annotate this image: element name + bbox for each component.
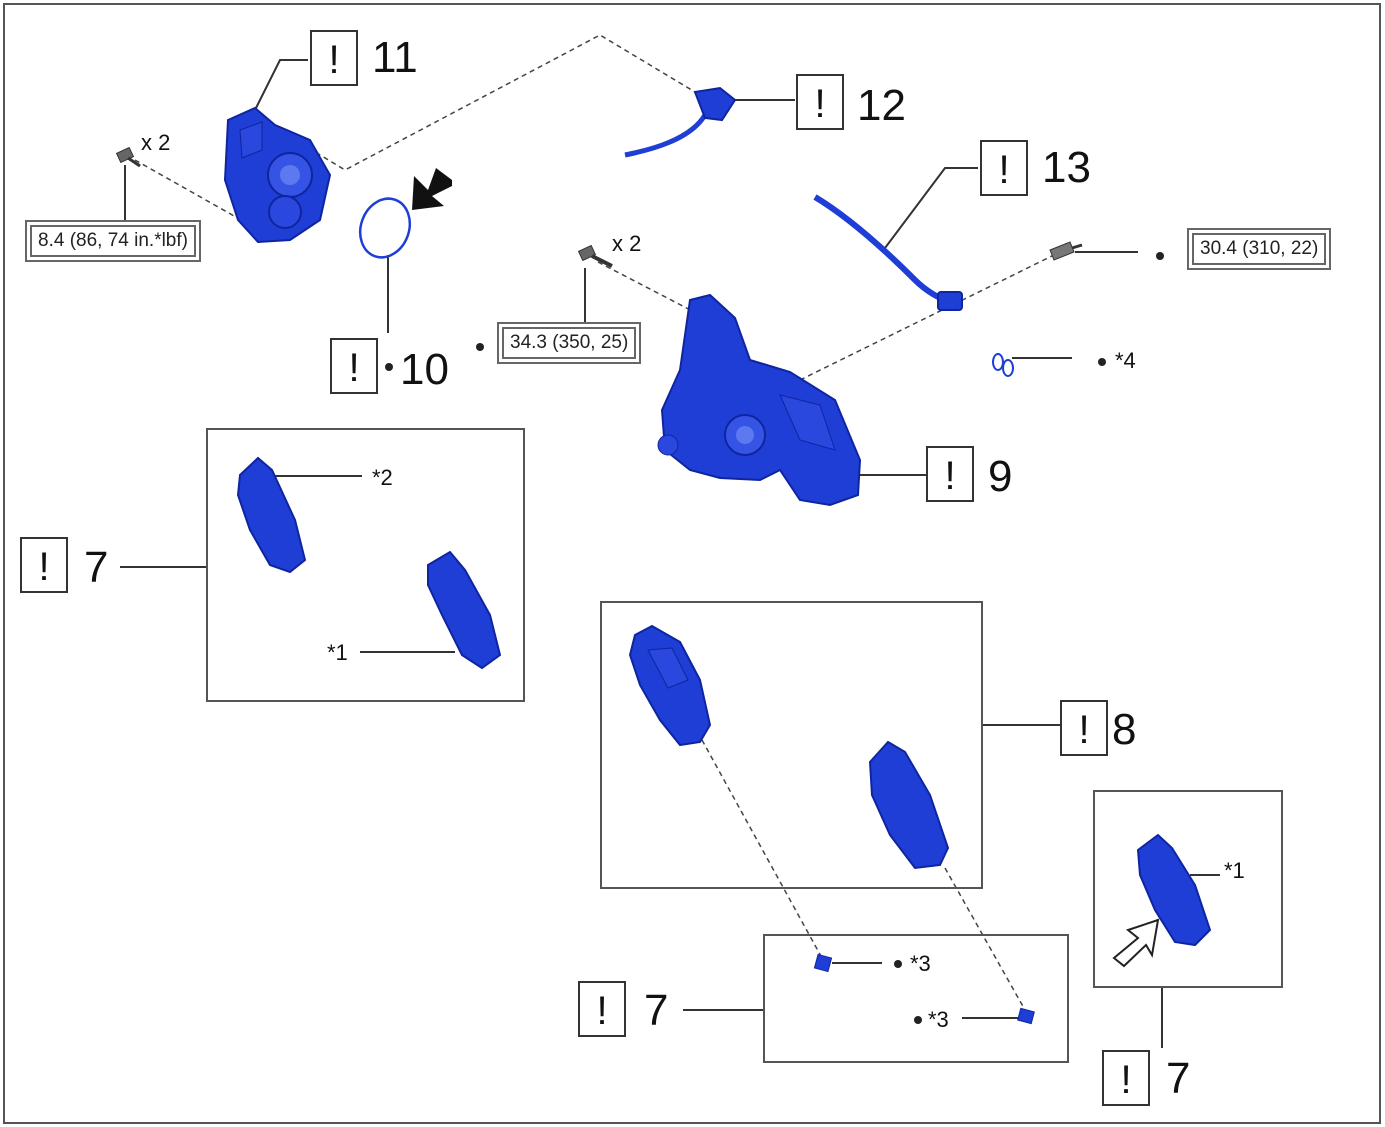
wire-harness-part [624, 86, 737, 158]
outline-arrow-icon [1112, 918, 1160, 968]
torque-spec-box: 34.3 (350, 25) [497, 322, 642, 364]
note-label: *3 [910, 951, 931, 976]
bolt-icon [577, 244, 613, 268]
torque-spec-box: 30.4 (310, 22) [1187, 228, 1332, 270]
torque-value: 34.3 (350, 25) [502, 327, 637, 359]
warning-icon: ! [20, 537, 68, 593]
part-number-8: 8 [1112, 705, 1137, 754]
inset-box-7b [763, 934, 1069, 1063]
anti-squeal-shim-part [1017, 1007, 1035, 1025]
inset-box-8 [600, 601, 983, 889]
bolt-icon [115, 146, 141, 168]
flexible-hose-part [813, 194, 963, 311]
black-arrow-icon [412, 168, 452, 210]
part-number-7: 7 [1166, 1054, 1191, 1103]
warning-icon: ! [330, 338, 378, 394]
torque-value: 8.4 (86, 74 in.*lbf) [30, 225, 196, 257]
torque-value: 30.4 (310, 22) [1192, 233, 1327, 265]
warning-icon: ! [796, 74, 844, 130]
note-label: *1 [327, 640, 348, 665]
warning-icon: ! [578, 981, 626, 1037]
inset-box-7a [206, 428, 525, 702]
o-ring-part [358, 197, 412, 259]
part-number-7: 7 [84, 543, 109, 592]
brake-caliper-part [657, 293, 862, 507]
diagram-frame [3, 3, 1381, 1124]
bullet-dots [385, 252, 1164, 1024]
brake-pad-part [868, 740, 950, 870]
note-label: *2 [372, 465, 393, 490]
actuator-motor-part [223, 106, 332, 244]
part-number-11: 11 [372, 33, 418, 82]
union-bolt-icon [1049, 241, 1083, 261]
brake-pad-part [628, 624, 712, 747]
torque-spec-box: 8.4 (86, 74 in.*lbf) [25, 220, 201, 262]
brake-pad-part [1136, 833, 1212, 947]
brake-pad-part [236, 456, 307, 574]
part-number-9: 9 [988, 452, 1013, 501]
leader-lines [120, 59, 1220, 1048]
part-number-13: 13 [1042, 143, 1091, 192]
warning-icon: ! [1060, 700, 1108, 756]
part-number-7: 7 [644, 986, 669, 1035]
inset-box-7c [1093, 790, 1283, 988]
quantity-label: x 2 [141, 130, 171, 155]
warning-icon: ! [1102, 1050, 1150, 1106]
anti-squeal-shim-part [813, 953, 833, 973]
note-label: *3 [928, 1007, 949, 1032]
warning-icon: ! [980, 140, 1028, 196]
quantity-label: x 2 [612, 231, 642, 256]
warning-icon: ! [926, 446, 974, 502]
warning-icon: ! [310, 30, 358, 86]
note-label: *4 [1115, 348, 1136, 373]
gasket-pair-icon [992, 353, 1014, 377]
note-label: *1 [1224, 858, 1245, 883]
part-number-10: 10 [400, 345, 449, 394]
part-number-12: 12 [857, 81, 906, 130]
brake-pad-part [427, 550, 502, 670]
